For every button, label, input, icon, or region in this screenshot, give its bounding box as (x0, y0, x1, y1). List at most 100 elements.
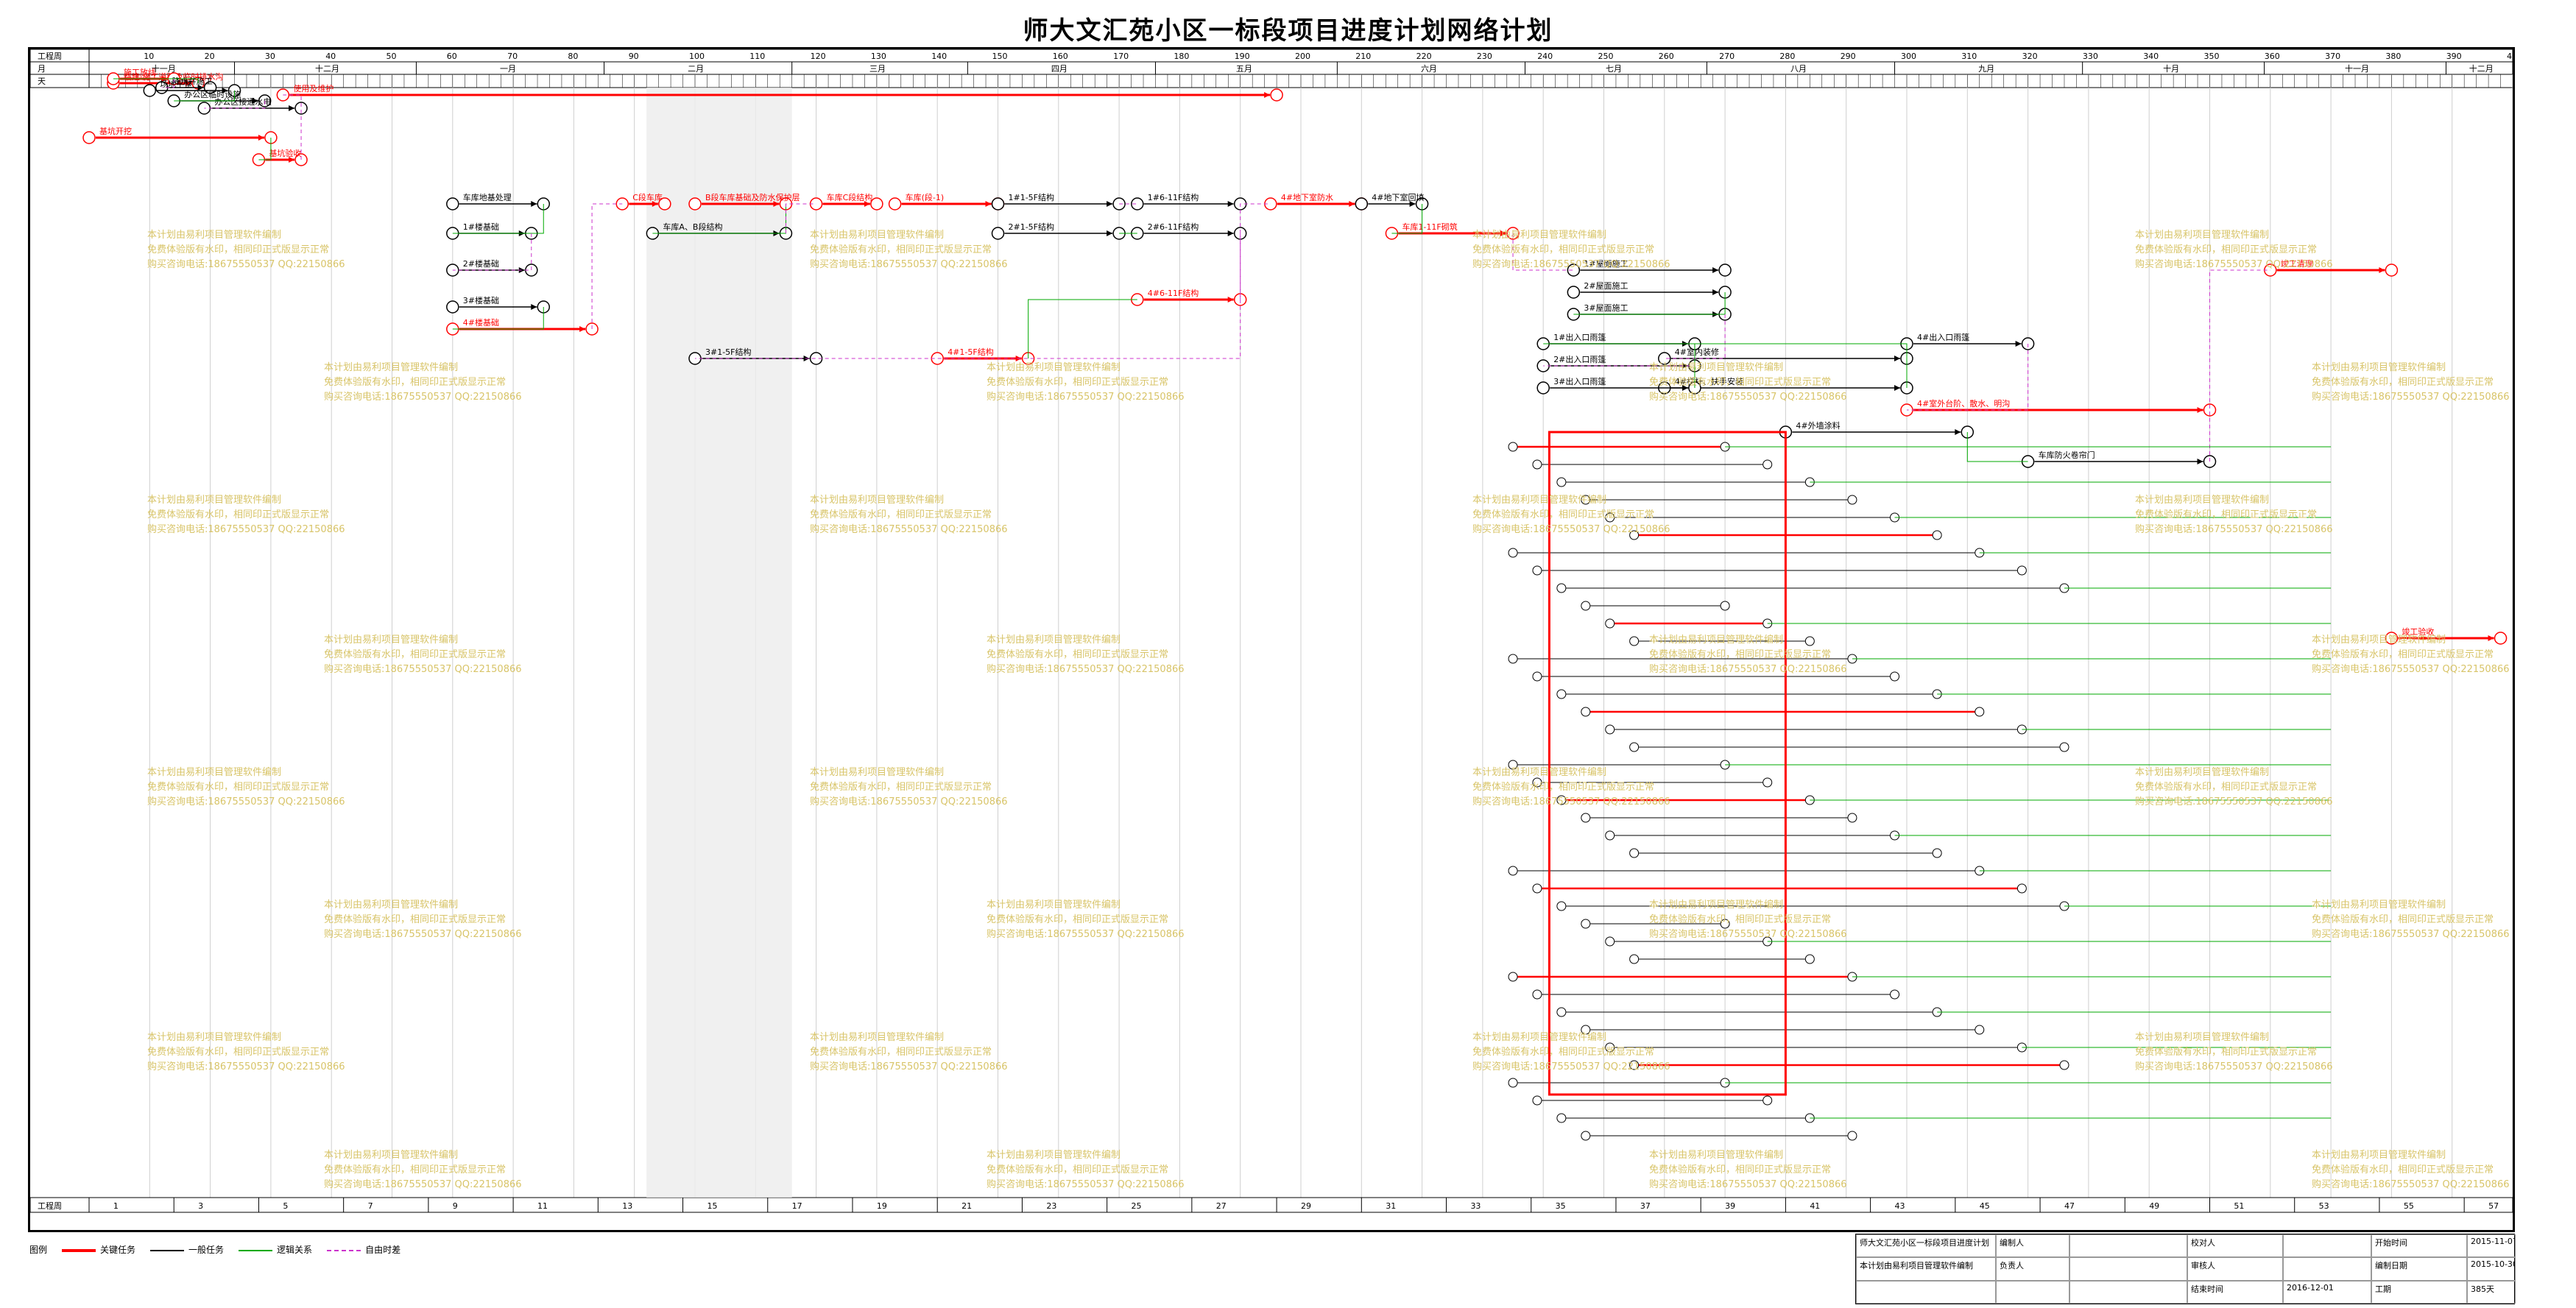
day-tick-130: 130 (871, 52, 886, 61)
node-end (2385, 264, 2399, 277)
week-label-13: 13 (622, 1201, 632, 1211)
cluster-node-21 (1581, 813, 1591, 823)
day-tick-360: 360 (2265, 52, 2280, 61)
activity-12: 3#楼基础 (446, 295, 550, 314)
week-label-7: 7 (368, 1201, 373, 1211)
cluster-node-33 (1581, 1025, 1591, 1035)
day-tick-280: 280 (1779, 52, 1795, 61)
week-label-3: 3 (198, 1201, 203, 1211)
arrow-head (531, 201, 537, 207)
day-tick-330: 330 (2083, 52, 2098, 61)
cluster-node-6 (1508, 548, 1518, 558)
info-project-name: 师大文汇苑小区一标段项目进度计划 (1856, 1234, 1996, 1258)
arrow-head (1894, 385, 1900, 391)
activity-39: 4#外墙涂料 (1779, 420, 1975, 439)
cluster-node-34 (1605, 1042, 1615, 1053)
cluster-node-10 (1605, 618, 1615, 629)
node-end (1718, 264, 1732, 277)
cluster-node-3 (1581, 495, 1591, 505)
day-tick-120: 120 (811, 52, 826, 61)
activity-label: C段车库 (632, 192, 663, 202)
day-tick-250: 250 (1598, 52, 1614, 61)
activity-label: 4#地下室防水 (1281, 192, 1333, 202)
activity-label: 1#6-11F结构 (1148, 192, 1199, 202)
activity-26: 4#地下室防水 (1264, 192, 1369, 211)
arrow-head (1682, 363, 1688, 369)
float-link-22 (695, 233, 1241, 359)
activity-label: 车库防火卷帘门 (2039, 450, 2095, 460)
arrow-head (1712, 289, 1719, 295)
day-tick-160: 160 (1053, 52, 1068, 61)
info-finish-value: 2016-12-01 (2283, 1280, 2371, 1304)
activity-27: 4#地下室回填 (1355, 192, 1429, 211)
network-diagram: 临建·施工道路及临时排水沟施工放线降水井施工场地平整办公区临时设施办公区接通水电… (82, 67, 2508, 1141)
month-label-12: 十一月 (2345, 63, 2369, 74)
day-tick-240: 240 (1537, 52, 1553, 61)
cluster-node-31 (1532, 989, 1542, 1000)
activity-19: 1#1-5F结构 (991, 192, 1126, 211)
activity-6: 基坑开挖 (82, 126, 278, 144)
cluster-node-18 (1508, 760, 1518, 770)
arrow-head (1894, 356, 1900, 361)
arrow-head (222, 88, 228, 93)
month-label-1: 十二月 (315, 63, 339, 74)
day-tick-40: 40 (325, 52, 336, 61)
cluster-node-0 (1508, 442, 1518, 452)
activity-23: 3#1-5F结构 (688, 347, 823, 365)
day-tick-340: 340 (2143, 52, 2159, 61)
holiday-band (646, 88, 792, 1198)
node-end (1270, 88, 1283, 102)
day-tick-110: 110 (749, 52, 765, 61)
cluster-node-end-37 (1762, 1095, 1773, 1106)
day-tick-90: 90 (629, 52, 639, 61)
activity-label: 施工放线 (124, 67, 156, 77)
float-link-25 (1240, 203, 1271, 300)
activity-label: 场地平整 (160, 79, 192, 89)
activity-9: 车库地基处理 (446, 192, 550, 211)
activity-label: 车库地基处理 (463, 192, 512, 202)
legend-float-text: 自由时差 (365, 1245, 401, 1255)
day-tick-180: 180 (1174, 52, 1189, 61)
cluster-node-end-33 (1975, 1025, 1985, 1035)
activity-label: 4#室内装修 (1675, 347, 1719, 357)
month-label-10: 九月 (1978, 64, 1994, 74)
activity-18: 车库(段-1) (888, 192, 1005, 211)
cluster-node-end-9 (1720, 601, 1730, 611)
logic-link-3 (174, 91, 236, 102)
cluster-node-end-17 (2059, 742, 2069, 752)
scale-row-label-0: 工程周 (38, 52, 62, 61)
float-link-10 (452, 233, 532, 271)
activity-label: 1#出入口雨篷 (1553, 332, 1606, 342)
info-duration-value: 385天 (2467, 1280, 2516, 1304)
activity-24: 4#1-5F结构 (931, 347, 1035, 365)
info-checker-value (2283, 1234, 2371, 1258)
activity-38: 4#室外台阶、散水、明沟 (1900, 398, 2217, 417)
arrow-head (1500, 230, 1507, 236)
day-tick-370: 370 (2325, 52, 2340, 61)
info-reviewer-label: 负责人 (1996, 1257, 2069, 1281)
cluster-node-end-1 (1762, 459, 1773, 470)
info-blank-2 (1996, 1280, 2069, 1304)
legend-label: 图例 (29, 1245, 48, 1255)
cluster-node-end-35 (2059, 1060, 2069, 1070)
activity-15: B段车库基础及防水保护层 (688, 192, 800, 211)
day-tick-30: 30 (265, 52, 275, 61)
day-tick-70: 70 (507, 52, 518, 61)
day-tick-140: 140 (931, 52, 947, 61)
activity-label: 4#地下室回填 (1372, 192, 1424, 202)
float-link-7 (283, 94, 302, 160)
logic-link-36 (1694, 343, 1907, 388)
week-label-1: 1 (113, 1201, 119, 1211)
activity-label: 车库(段-1) (906, 192, 945, 202)
info-compiler-label: 编制人 (1996, 1234, 2069, 1258)
arrow-head (252, 98, 258, 104)
node-start (688, 197, 702, 211)
activity-5: 办公区接通水电 (197, 97, 308, 115)
legend: 图例 关键任务 一般任务 逻辑关系 自由时差 (29, 1240, 400, 1260)
activity-25: 4#6-11F结构 (1131, 288, 1247, 306)
week-label-43: 43 (1895, 1201, 1905, 1211)
scale-row-label-2: 天 (38, 77, 46, 86)
activity-label: 1#屋面施工 (1584, 259, 1628, 269)
week-label-41: 41 (1810, 1201, 1820, 1211)
day-tick-380: 380 (2385, 52, 2401, 61)
